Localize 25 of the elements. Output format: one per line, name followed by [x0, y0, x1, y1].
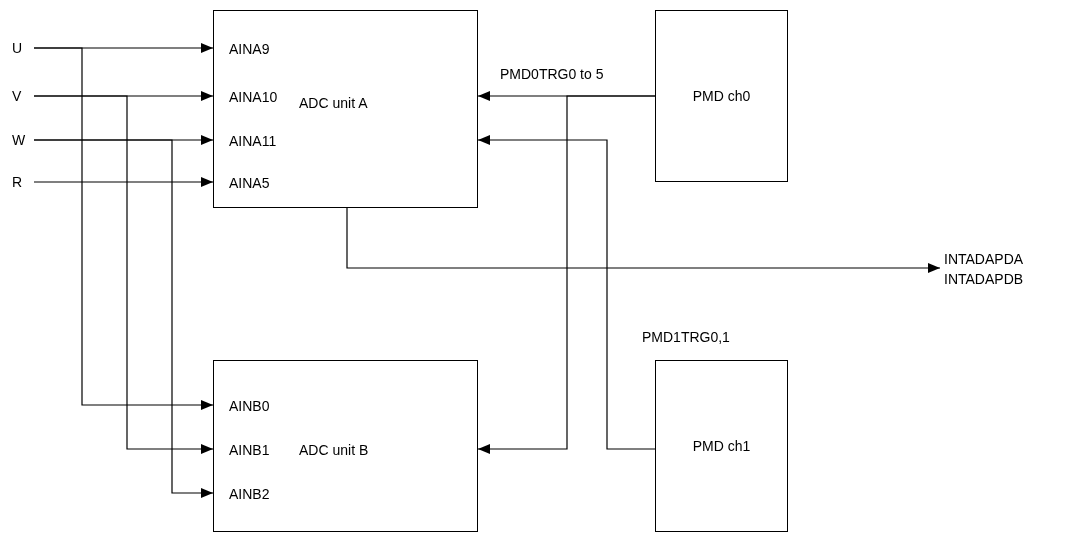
signal-label: W	[8, 130, 34, 150]
block-box	[213, 360, 478, 532]
arrow	[33, 139, 214, 498]
signal-label: U	[8, 38, 34, 58]
signal-label: INTADAPDA INTADAPDB	[940, 248, 1080, 290]
arrow	[346, 207, 941, 273]
block-label: PMD ch0	[691, 86, 752, 106]
input-pin-label: AINA5	[214, 173, 294, 193]
signal-label: V	[8, 86, 34, 106]
signal-label: R	[8, 172, 34, 192]
block-label: ADC unit A	[299, 94, 368, 113]
arrow	[33, 95, 214, 454]
input-pin-label: AINA10	[214, 87, 294, 107]
block-box	[655, 360, 788, 532]
arrow	[33, 47, 214, 410]
block-label: ADC unit B	[299, 441, 369, 460]
input-pin-label: AINB0	[214, 396, 294, 416]
input-pin-label: AINB2	[214, 484, 294, 504]
arrow	[33, 177, 214, 187]
block-label: PMD ch1	[691, 436, 752, 456]
block-box	[213, 10, 478, 208]
input-pin-label: AINB1	[214, 440, 294, 460]
input-pin-label: AINA11	[214, 131, 294, 151]
input-pin-label: AINA9	[214, 39, 294, 59]
block-box	[655, 10, 788, 182]
